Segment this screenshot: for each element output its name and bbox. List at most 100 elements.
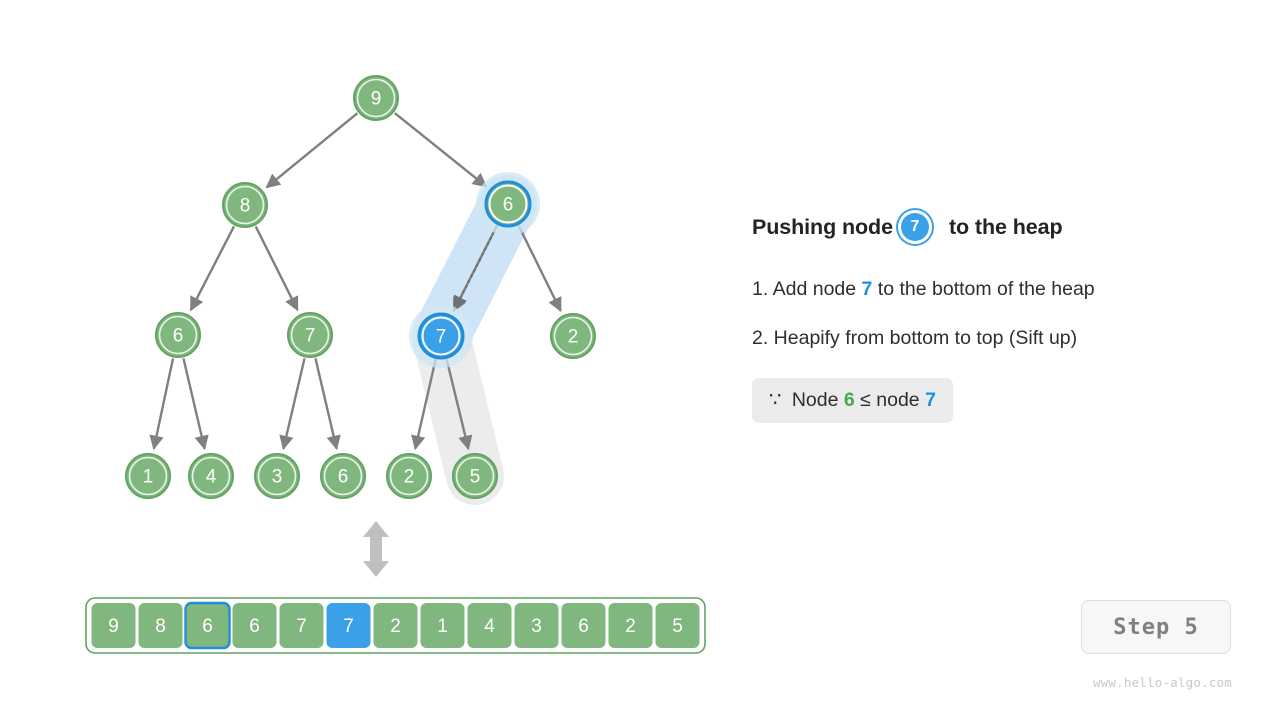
array-cell-box	[514, 603, 559, 648]
node-circle	[550, 313, 596, 359]
tree-edge	[279, 358, 306, 451]
step-item-1: 1. Add node 7 to the bottom of the heap	[752, 278, 1232, 300]
node-circle	[287, 312, 333, 358]
tree-edge	[517, 225, 562, 313]
array-cell-box	[420, 603, 465, 648]
step-item-2: 2. Heapify from bottom to top (Sift up)	[752, 328, 1232, 349]
node-label: 6	[338, 467, 349, 488]
node-label: 9	[371, 89, 382, 110]
tree-node-7[interactable]: 7	[409, 304, 473, 368]
tree-edge	[265, 112, 359, 189]
array-cell-value: 2	[625, 616, 636, 637]
step-2-before: Heapify from bottom to top (Sift up)	[768, 327, 1078, 350]
array-cell-box	[138, 603, 183, 648]
step-1-index: 1.	[752, 278, 769, 300]
array-cell-1[interactable]: 8	[138, 603, 183, 648]
node-circle	[155, 312, 201, 358]
node-label: 5	[470, 467, 481, 488]
tree-node-5[interactable]: 5	[452, 453, 498, 499]
array-cell-box	[608, 603, 653, 648]
node-label: 4	[206, 467, 217, 488]
tree-node-2[interactable]: 2	[550, 313, 596, 359]
tree-edge	[445, 359, 473, 451]
node-inner-ring	[323, 456, 363, 496]
tree-edges	[149, 112, 562, 451]
step-1-value: 7	[861, 278, 873, 300]
tree-array-link-arrow	[363, 521, 389, 577]
array-frame	[85, 597, 706, 654]
array-cell-value: 6	[578, 616, 589, 637]
tree-node-6[interactable]: 6	[155, 312, 201, 358]
array-cell-box	[561, 603, 606, 648]
array-cell-box	[467, 603, 512, 648]
tree-edge	[254, 225, 299, 312]
step-1-before: Add node	[768, 278, 862, 300]
array-cell-box	[279, 603, 324, 648]
array-cell-3[interactable]: 6	[232, 603, 277, 648]
reason-green-value: 6	[843, 388, 855, 411]
array-cell-8[interactable]: 4	[467, 603, 512, 648]
node-label: 6	[503, 195, 514, 216]
tree-node-8[interactable]: 8	[222, 182, 268, 228]
array-cell-11[interactable]: 2	[608, 603, 653, 648]
array-cell-value: 2	[390, 616, 401, 637]
reason-text-middle: ≤ node	[854, 388, 926, 411]
tree-node-3[interactable]: 3	[254, 453, 300, 499]
array-cell-9[interactable]: 3	[514, 603, 559, 648]
node-label: 7	[305, 326, 316, 347]
node-circle	[125, 453, 171, 499]
tree-nodes: 9 8 6 6 7 7 2 1 4 3 6 2 5	[125, 75, 596, 499]
reason-text-before: Node	[786, 388, 844, 411]
node-circle	[452, 453, 498, 499]
node-circle	[320, 453, 366, 499]
node-label: 3	[272, 467, 283, 488]
node-label: 2	[568, 327, 579, 348]
because-symbol: ∵	[769, 388, 783, 411]
array-cell-5[interactable]: 7	[326, 603, 371, 648]
tree-node-2[interactable]: 2	[386, 453, 432, 499]
node-label: 8	[240, 196, 251, 217]
array-cell-4[interactable]: 7	[279, 603, 324, 648]
step-badge: Step 5	[1081, 600, 1231, 654]
tree-node-4[interactable]: 4	[188, 453, 234, 499]
tree-node-7[interactable]: 7	[287, 312, 333, 358]
tree-node-9[interactable]: 9	[353, 75, 399, 121]
node-inner-ring	[356, 78, 396, 118]
array-cell-value: 7	[343, 616, 354, 637]
node-inner-ring	[191, 456, 231, 496]
title-node-badge: 7	[900, 213, 929, 241]
node-inner-ring	[158, 315, 198, 355]
node-circle	[484, 180, 532, 228]
node-circle	[222, 182, 268, 228]
node-circle	[386, 453, 432, 499]
steps-list: 1. Add node 7 to the bottom of the heap …	[752, 278, 1232, 423]
tree-edge	[411, 359, 437, 451]
tree-node-6[interactable]: 6	[476, 172, 540, 236]
array-cell-box	[91, 603, 136, 648]
array-cell-7[interactable]: 1	[420, 603, 465, 648]
tree-edge	[182, 358, 209, 451]
array-cell-12[interactable]: 5	[655, 603, 700, 648]
array-cell-box	[184, 601, 231, 650]
step-2-index: 2.	[752, 327, 769, 350]
array-cell-box	[326, 603, 371, 648]
watermark: www.hello-algo.com	[1092, 675, 1232, 690]
array-cell-value: 7	[296, 616, 307, 637]
node-circle	[353, 75, 399, 121]
page-title: Pushing node 7 to the heap	[752, 205, 1232, 249]
node-inner-ring	[488, 184, 528, 224]
array-cell-10[interactable]: 6	[561, 603, 606, 648]
array-cell-2[interactable]: 6	[184, 601, 231, 650]
node-inner-ring	[421, 316, 461, 356]
tree-edge	[149, 358, 175, 451]
reason-blue-value: 7	[925, 388, 936, 411]
array-cell-value: 5	[672, 616, 683, 637]
node-inner-ring	[257, 456, 297, 496]
array-cell-value: 4	[484, 616, 495, 637]
array-cell-box	[655, 603, 700, 648]
array-cell-6[interactable]: 2	[373, 603, 418, 648]
array-cell-0[interactable]: 9	[91, 603, 136, 648]
tree-node-6[interactable]: 6	[320, 453, 366, 499]
tree-node-1[interactable]: 1	[125, 453, 171, 499]
